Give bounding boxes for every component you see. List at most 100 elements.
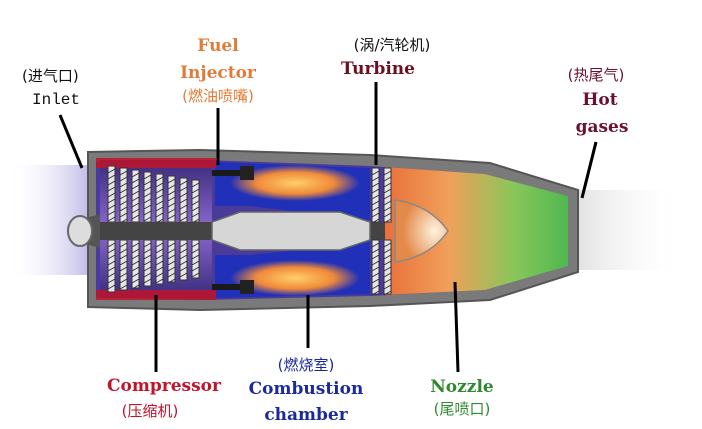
compressor-blade-hatch — [155, 242, 164, 248]
compressor-blade-hatch — [167, 266, 176, 272]
compressor-blade-hatch — [179, 260, 188, 266]
compressor-blade-hatch — [143, 278, 152, 284]
compressor-blade-hatch — [179, 198, 188, 204]
compressor-blade-hatch — [179, 204, 188, 210]
hot-label-en2: gases — [576, 117, 629, 137]
compressor-blade-hatch — [131, 202, 140, 208]
compressor-blade — [131, 169, 140, 223]
compressor-blade-hatch — [191, 188, 200, 194]
turbine-blade-hatch — [371, 248, 380, 254]
compressor-blade-hatch — [167, 242, 176, 248]
tail-cone — [394, 199, 449, 263]
fuel-injector-bottom — [212, 280, 254, 294]
compressor-blade-hatch — [167, 260, 176, 266]
turbine-blade-hatch — [371, 206, 380, 212]
compressor-blades — [107, 165, 200, 293]
compressor-blade-hatch — [131, 190, 140, 196]
fuel-label-en2: Injector — [180, 63, 257, 83]
compressor-blade-hatch — [119, 266, 128, 272]
turbine-blade-hatch — [371, 170, 380, 176]
compressor-blade-hatch — [131, 242, 140, 248]
turbine-blade-hatch — [383, 290, 392, 296]
compressor-blade-hatch — [119, 176, 128, 182]
turbine-blade-hatch — [371, 218, 380, 224]
shaft-neck — [211, 211, 371, 251]
turbine-blade-hatch — [371, 278, 380, 284]
turbine-blade-hatch — [383, 260, 392, 266]
compressor-blade-hatch — [107, 260, 116, 266]
turbine-blade-hatch — [371, 290, 380, 296]
compressor-blade-hatch — [155, 200, 164, 206]
compressor-blade-hatch — [179, 242, 188, 248]
turbine-label-en: Turbine — [341, 59, 415, 79]
compressor-blade-hatch — [143, 242, 152, 248]
compressor-blade-hatch — [131, 266, 140, 272]
nozzle-label-cn: (尾喷口) — [434, 400, 491, 418]
turbine-blade-hatch — [383, 272, 392, 278]
compressor-blade-hatch — [155, 188, 164, 194]
compressor-blade-hatch — [167, 184, 176, 190]
compressor-blade-hatch — [155, 278, 164, 284]
combustion-label-cn: (燃烧室) — [278, 356, 335, 374]
compressor-blade-hatch — [131, 272, 140, 278]
compressor-blade — [191, 239, 200, 279]
compressor-blade-hatch — [107, 266, 116, 272]
compressor-blade-hatch — [119, 254, 128, 260]
flame-top — [230, 165, 360, 201]
turbine-blade-hatch — [383, 218, 392, 224]
compressor-blade-hatch — [119, 248, 128, 254]
compressor-blade-hatch — [119, 242, 128, 248]
nozzle-label-en: Nozzle — [430, 377, 494, 397]
compressor-blade-hatch — [191, 242, 200, 248]
compressor-blade-hatch — [191, 260, 200, 266]
compressor-blade — [107, 239, 116, 293]
compressor-blade-hatch — [107, 198, 116, 204]
turbine-blade-hatch — [383, 194, 392, 200]
compressor-blade-hatch — [107, 204, 116, 210]
pointer-nozzle — [453, 281, 460, 373]
compressor-blade-hatch — [191, 182, 200, 188]
flame-bottom — [230, 260, 360, 296]
compressor-blade-hatch — [143, 186, 152, 192]
turbine-blade-hatch — [371, 188, 380, 194]
compressor-blade-hatch — [131, 184, 140, 190]
turbine-blade-hatch — [371, 284, 380, 290]
compressor-blade-hatch — [131, 208, 140, 214]
compressor-blade-hatch — [107, 192, 116, 198]
turbine-blade-hatch — [371, 266, 380, 272]
compressor-blade-hatch — [155, 248, 164, 254]
compressor-blade-hatch — [143, 174, 152, 180]
compressor-blade-hatch — [167, 214, 176, 220]
compressor-blade-hatch — [107, 284, 116, 290]
compressor-blade-hatch — [143, 272, 152, 278]
turbine-blade-hatch — [383, 266, 392, 272]
turbine-blade-hatch — [383, 182, 392, 188]
turbine-blade-hatch — [383, 278, 392, 284]
compressor-blade-hatch — [179, 186, 188, 192]
compressor-blade-hatch — [155, 176, 164, 182]
compressor-blade-hatch — [167, 254, 176, 260]
compressor-blade-hatch — [119, 182, 128, 188]
compressor-blade-hatch — [107, 248, 116, 254]
compressor-blade-hatch — [167, 208, 176, 214]
nozzle-hot-region — [385, 167, 568, 295]
compressor-blade-hatch — [131, 172, 140, 178]
compressor-label-en: Compressor — [107, 376, 222, 396]
compressor-blade-hatch — [143, 266, 152, 272]
turbine-blade-hatch — [383, 170, 392, 176]
compressor-blade-hatch — [167, 178, 176, 184]
compressor-blade-hatch — [167, 248, 176, 254]
compressor-blade-hatch — [179, 254, 188, 260]
compressor-blade-hatch — [107, 272, 116, 278]
spinner — [67, 215, 93, 247]
compressor-blade-hatch — [191, 206, 200, 212]
turbine-blade-hatch — [383, 242, 392, 248]
compressor-blade-hatch — [191, 266, 200, 272]
compressor-blade-hatch — [107, 254, 116, 260]
compressor-blade-hatch — [191, 194, 200, 200]
compressor-blade-hatch — [191, 212, 200, 218]
compressor-blade-hatch — [143, 192, 152, 198]
compressor-blade-hatch — [119, 278, 128, 284]
turbine-blade-hatch — [383, 254, 392, 260]
fuel-injector-top — [212, 166, 254, 180]
